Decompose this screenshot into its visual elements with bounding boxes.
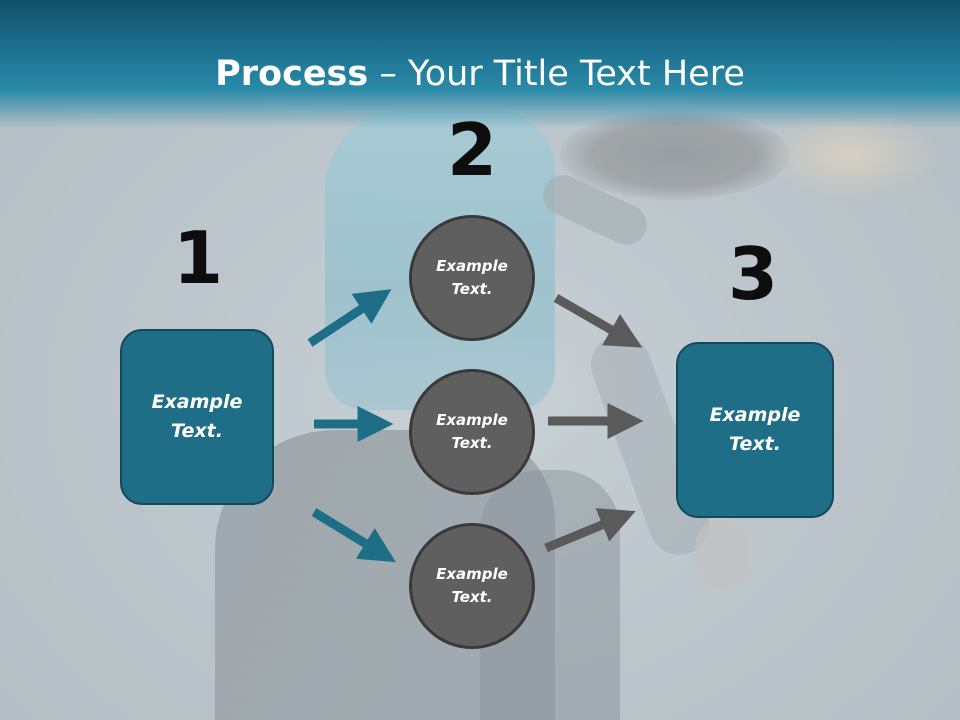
step-number-3: 3 [727,232,779,316]
arrow-left-to-top [307,289,392,347]
arrow-top-to-right [553,294,643,348]
arrow-left-to-bottom [311,508,396,563]
slide-title: Process – Your Title Text Here [215,54,745,94]
step-number-1: 1 [172,216,224,300]
title-band [0,0,960,128]
step-number-2: 2 [446,108,498,192]
arrow-bottom-to-right [544,508,636,553]
